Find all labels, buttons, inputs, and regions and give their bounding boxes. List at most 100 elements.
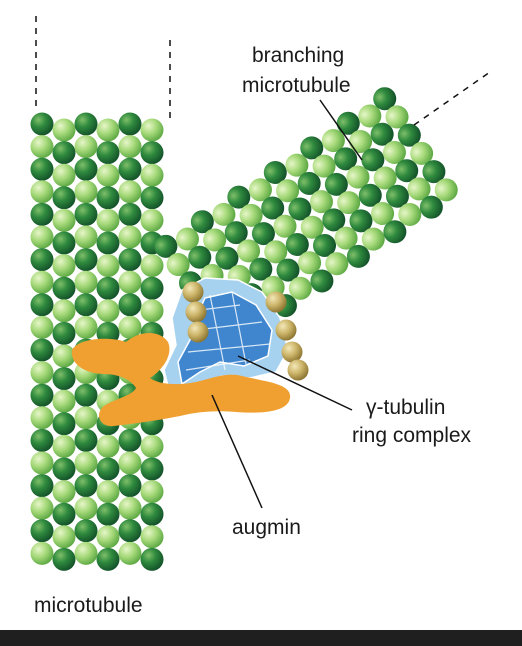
tubulin-subunit: [30, 496, 54, 520]
tubulin-subunit: [30, 157, 54, 181]
tubulin-subunit: [140, 254, 164, 278]
tubulin-subunit: [52, 118, 76, 142]
dashed-line-branch: [413, 71, 491, 126]
tubulin-subunit: [188, 245, 212, 269]
branching-microtubule: [154, 87, 458, 350]
gamma-tubulin-subunit: [185, 301, 207, 323]
tubulin-subunit: [52, 231, 76, 255]
tubulin-subunit: [324, 172, 348, 196]
tubulin-subunit: [30, 428, 54, 452]
tubulin-subunit: [309, 190, 333, 214]
tubulin-subunit: [96, 299, 120, 323]
tubulin-subunit: [346, 165, 370, 189]
tubulin-subunit: [118, 496, 142, 520]
tubulin-subunit: [334, 226, 358, 250]
tubulin-subunit: [251, 222, 275, 246]
tubulin-subunit: [118, 293, 142, 317]
tubulin-subunit: [422, 160, 446, 184]
tubulin-subunit: [52, 163, 76, 187]
tubulin-subunit: [224, 221, 248, 245]
tubulin-subunit: [52, 141, 76, 165]
tubulin-subunit: [398, 202, 422, 226]
tubulin-subunit: [96, 480, 120, 504]
tubulin-subunit: [96, 208, 120, 232]
tubulin-subunit: [371, 202, 395, 226]
tubulin-subunit: [203, 228, 227, 252]
tubulin-subunit: [52, 457, 76, 481]
tubulin-subunit: [30, 541, 54, 565]
tubulin-subunit: [52, 389, 76, 413]
tubulin-subunit: [370, 122, 394, 146]
tubulin-subunit: [30, 135, 54, 159]
tubulin-subunit: [96, 231, 120, 255]
augmin-shape: [71, 333, 291, 427]
tubulin-subunit: [74, 180, 98, 204]
tubulin-subunit: [346, 244, 370, 268]
tubulin-subunit: [118, 112, 142, 136]
label-ring-complex: ring complex: [352, 424, 472, 447]
tubulin-subunit: [96, 163, 120, 187]
gold-subunits: [182, 281, 309, 381]
tubulin-subunit: [74, 519, 98, 543]
tubulin-subunit: [325, 252, 349, 276]
tubulin-subunit: [74, 315, 98, 339]
label-augmin: augmin: [232, 516, 301, 539]
gamma-tubulin-subunit: [275, 319, 297, 341]
tubulin-subunit: [118, 474, 142, 498]
tubulin-subunit: [30, 519, 54, 543]
tubulin-subunit: [96, 141, 120, 165]
label-microtubule: microtubule: [34, 594, 143, 617]
tubulin-subunit: [118, 451, 142, 475]
tubulin-subunit: [96, 502, 120, 526]
tubulin-subunit: [382, 140, 406, 164]
tubulin-subunit: [140, 118, 164, 142]
tubulin-subunit: [373, 166, 397, 190]
tubulin-subunit: [96, 186, 120, 210]
tubulin-subunit: [30, 248, 54, 272]
tubulin-subunit: [30, 361, 54, 385]
tubulin-subunit: [358, 183, 382, 207]
tubulin-subunit: [361, 148, 385, 172]
tubulin-subunit: [140, 525, 164, 549]
tubulin-subunit: [273, 214, 297, 238]
tubulin-subunit: [166, 253, 190, 277]
tubulin-subunit: [30, 293, 54, 317]
tubulin-subunit: [249, 257, 273, 281]
tubulin-subunit: [74, 202, 98, 226]
tubulin-subunit: [52, 208, 76, 232]
tubulin-subunit: [52, 547, 76, 571]
tubulin-subunit: [276, 179, 300, 203]
tubulin-subunit: [96, 434, 120, 458]
tubulin-subunit: [52, 276, 76, 300]
tubulin-subunit: [154, 234, 178, 258]
gamma-tubulin-subunit: [182, 281, 204, 303]
tubulin-subunit: [96, 457, 120, 481]
bottom-bar: [0, 630, 522, 646]
tubulin-subunit: [383, 220, 407, 244]
tubulin-subunit: [74, 428, 98, 452]
tubulin-subunit: [397, 123, 421, 147]
tubulin-subunit: [385, 184, 409, 208]
tubulin-subunit: [215, 246, 239, 270]
tubulin-subunit: [30, 451, 54, 475]
tubulin-subunit: [52, 367, 76, 391]
tubulin-subunit: [395, 159, 419, 183]
tubulin-subunit: [288, 197, 312, 221]
tubulin-subunit: [140, 457, 164, 481]
tubulin-subunit: [140, 434, 164, 458]
tubulin-subunit: [227, 185, 251, 209]
tubulin-subunit: [288, 276, 312, 300]
tubulin-subunit: [30, 225, 54, 249]
tubulin-subunit: [237, 239, 261, 263]
tubulin-subunit: [385, 105, 409, 129]
tubulin-subunit: [300, 215, 324, 239]
tubulin-subunit: [74, 496, 98, 520]
gamma-tubulin-subunit: [287, 359, 309, 381]
tubulin-subunit: [74, 541, 98, 565]
tubulin-subunit: [30, 406, 54, 430]
tubulin-subunit: [52, 186, 76, 210]
tubulin-subunit: [261, 196, 285, 220]
tubulin-subunit: [212, 202, 236, 226]
tubulin-subunit: [52, 299, 76, 323]
